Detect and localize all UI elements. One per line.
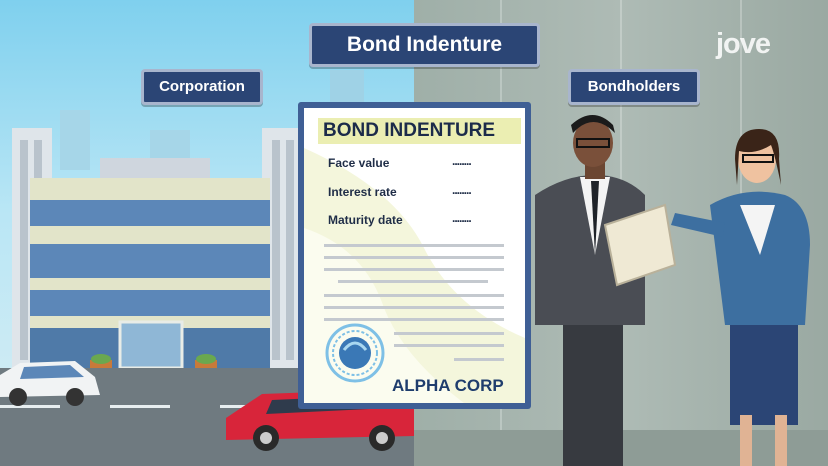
document-text-line bbox=[338, 280, 488, 283]
planter bbox=[195, 360, 217, 370]
interest-rate-value: ........ bbox=[452, 183, 472, 197]
document-text-line bbox=[324, 294, 504, 297]
bond-indenture-document: BOND INDENTURE Face value ........ Inter… bbox=[304, 108, 525, 403]
background-skyscraper bbox=[60, 110, 90, 170]
issuer-name: ALPHA CORP bbox=[392, 376, 504, 395]
man-suit-jacket bbox=[535, 175, 645, 325]
woman-hair bbox=[735, 129, 781, 185]
facade-band bbox=[30, 178, 270, 200]
facade-band bbox=[30, 278, 270, 290]
tower-window-column bbox=[272, 140, 280, 360]
bondholders-illustration bbox=[535, 115, 810, 466]
interest-rate-label: Interest rate bbox=[328, 185, 397, 199]
seal-icon bbox=[325, 323, 385, 383]
white-car-illustration bbox=[0, 361, 100, 406]
document-title: BOND INDENTURE bbox=[318, 118, 521, 144]
woman-leg bbox=[775, 415, 787, 466]
woman-blouse bbox=[740, 205, 775, 255]
planter-shrub bbox=[91, 354, 111, 364]
building-roof bbox=[100, 158, 210, 180]
road-marking bbox=[0, 405, 60, 408]
document-text-line bbox=[324, 306, 504, 309]
page-title: Bond Indenture bbox=[309, 23, 540, 67]
document-text-line bbox=[394, 332, 504, 335]
document-text-line bbox=[324, 268, 504, 271]
window-row bbox=[30, 200, 270, 226]
face-value-label: Face value bbox=[328, 156, 390, 170]
woman-blazer bbox=[710, 191, 810, 325]
paper-in-hand bbox=[603, 203, 677, 287]
facade-band bbox=[30, 226, 270, 244]
bondholders-label: Bondholders bbox=[568, 69, 700, 105]
document-text-line bbox=[454, 358, 504, 361]
corporation-label: Corporation bbox=[141, 69, 263, 105]
man-tie bbox=[591, 181, 599, 255]
building-entrance bbox=[118, 320, 184, 370]
woman-glasses bbox=[742, 154, 774, 163]
woman-leg bbox=[740, 415, 752, 466]
window-row bbox=[30, 290, 270, 316]
tower-window-column bbox=[20, 140, 28, 360]
woman-arm bbox=[671, 213, 725, 237]
man-head bbox=[573, 119, 613, 167]
window-row bbox=[30, 244, 270, 278]
planter-shrub bbox=[196, 354, 216, 364]
road-marking bbox=[110, 405, 170, 408]
man-hair bbox=[571, 115, 615, 133]
man-glasses bbox=[576, 138, 610, 148]
planter bbox=[90, 360, 112, 370]
woman-skirt bbox=[730, 315, 798, 425]
jove-logo: jove bbox=[716, 28, 771, 60]
document-text-line bbox=[324, 256, 504, 259]
document-text-line bbox=[394, 344, 504, 347]
maturity-date-label: Maturity date bbox=[328, 213, 403, 227]
document-text-line bbox=[324, 318, 504, 321]
document-text-line bbox=[324, 244, 504, 247]
maturity-date-value: ........ bbox=[452, 211, 472, 225]
face-value-value: ........ bbox=[452, 154, 472, 168]
tower-window-column bbox=[286, 140, 294, 360]
